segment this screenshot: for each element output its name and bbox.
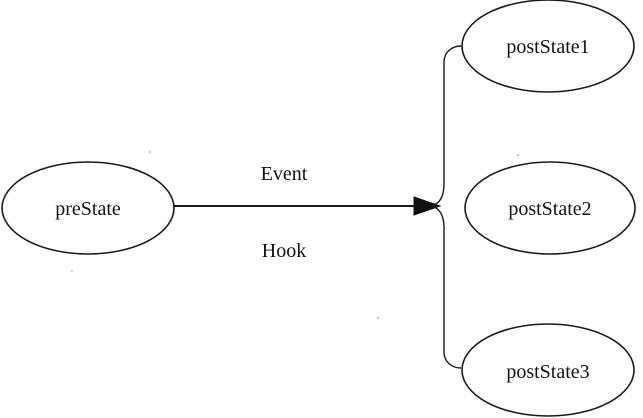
- node-poststate3-ellipse: [461, 323, 635, 417]
- scan-speck: [71, 270, 73, 272]
- node-prestate-ellipse: [1, 161, 175, 255]
- node-prestate: preState: [1, 161, 175, 255]
- transition-edge: Event Hook: [174, 163, 442, 262]
- node-poststate1-label: postState1: [506, 36, 589, 58]
- node-poststate2: postState2: [464, 161, 636, 255]
- node-poststate1: postState1: [461, 0, 635, 93]
- scan-speck: [517, 154, 519, 156]
- node-poststate3-label: postState3: [506, 361, 589, 383]
- node-poststate1-ellipse: [461, 0, 635, 93]
- fanout-brace: [430, 45, 462, 369]
- edge-label-hook: Hook: [262, 240, 306, 262]
- transition-arrowhead: [413, 196, 442, 216]
- node-poststate3: postState3: [461, 323, 635, 417]
- scan-speck: [149, 151, 151, 153]
- node-poststate2-ellipse: [464, 161, 636, 255]
- node-poststate2-label: postState2: [508, 198, 591, 220]
- node-prestate-label: preState: [55, 198, 121, 220]
- scan-speck: [377, 317, 379, 319]
- edge-label-event: Event: [261, 163, 308, 185]
